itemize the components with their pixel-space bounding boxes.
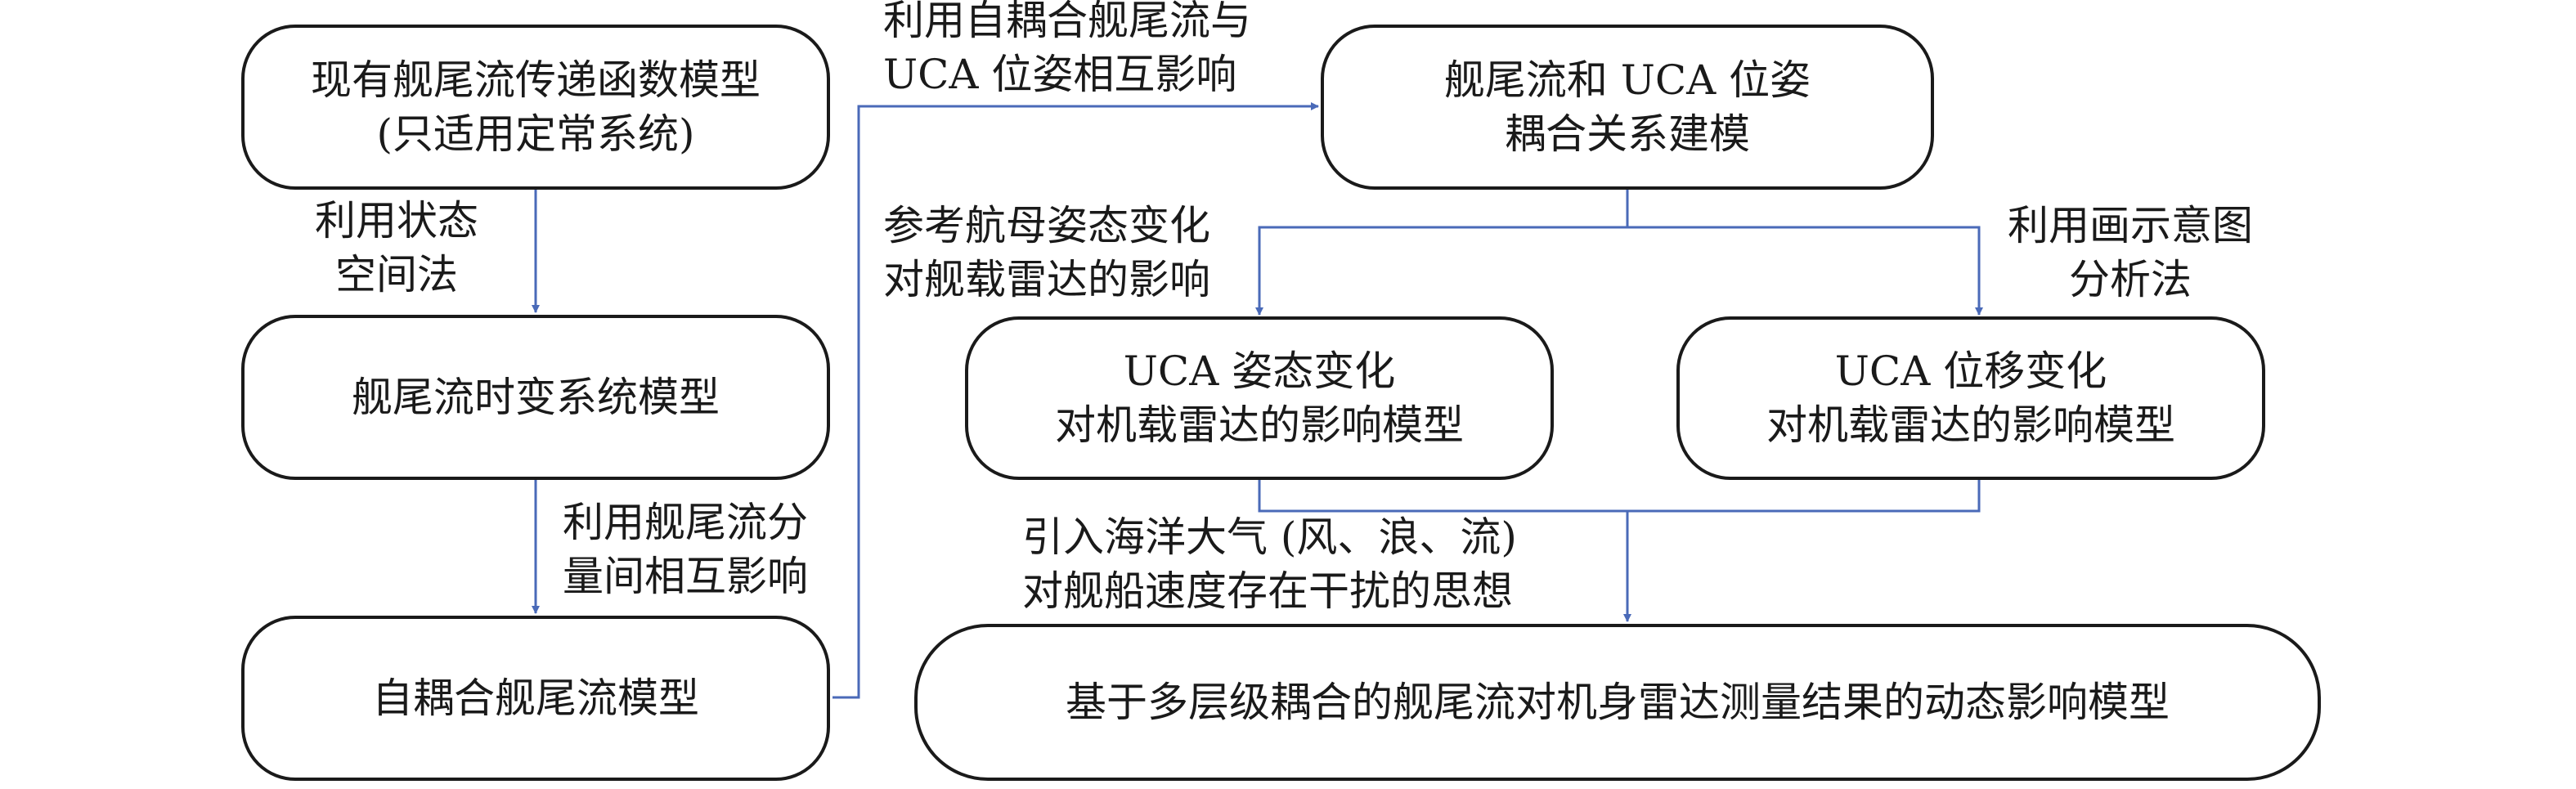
self-coupled-uca-label-line1: 利用自耦合舰尾流与 — [883, 0, 1251, 44]
self-coupled-uca-label-line2: UCA 位姿相互影响 — [883, 51, 1237, 98]
diagram-analysis-label: 利用画示意图 分析法 — [1987, 199, 2273, 307]
self-coupled-uca-label: 利用自耦合舰尾流与 UCA 位姿相互影响 — [883, 0, 1251, 101]
state-space-label: 利用状态 空间法 — [303, 194, 491, 302]
final-model-node: 基于多层级耦合的舰尾流对机身雷达测量结果的动态影响模型 — [914, 624, 2321, 781]
attitude-model-node: UCA 姿态变化 对机载雷达的影响模型 — [965, 316, 1554, 480]
diagram-analysis-label-line2: 分析法 — [2069, 256, 2192, 303]
ocean-atmosphere-label-line2: 对舰船速度存在干扰的思想 — [1022, 567, 1513, 615]
carrier-attitude-label-line1: 参考航母姿态变化 — [883, 202, 1210, 249]
diagram-analysis-label-line1: 利用画示意图 — [2008, 202, 2253, 249]
existing-model-line1: 现有舰尾流传递函数模型 — [311, 56, 761, 104]
displacement-model-line1: UCA 位移变化 — [1834, 347, 2107, 395]
displacement-model-node: UCA 位移变化 对机载雷达的影响模型 — [1676, 316, 2265, 480]
arrow-selfcoupled-to-coupling — [832, 102, 1319, 699]
coupling-model-line2: 耦合关系建模 — [1505, 110, 1750, 158]
state-space-label-line2: 空间法 — [335, 251, 458, 298]
component-interaction-label-line2: 量间相互影响 — [563, 553, 808, 600]
arrow-coupling-to-attitude — [1255, 190, 1629, 316]
attitude-model-line1: UCA 姿态变化 — [1123, 347, 1396, 395]
coupling-model-line1: 舰尾流和 UCA 位姿 — [1443, 56, 1811, 104]
time-varying-model-node: 舰尾流时变系统模型 — [241, 315, 830, 480]
self-coupled-model-node: 自耦合舰尾流模型 — [241, 616, 830, 781]
displacement-model-line2: 对机载雷达的影响模型 — [1766, 401, 2175, 449]
component-interaction-label: 利用舰尾流分 量间相互影响 — [563, 495, 808, 603]
self-coupled-model-line1: 自耦合舰尾流模型 — [372, 675, 699, 722]
carrier-attitude-label: 参考航母姿态变化 对舰载雷达的影响 — [883, 199, 1210, 307]
component-interaction-label-line1: 利用舰尾流分 — [563, 499, 808, 546]
ocean-atmosphere-label: 引入海洋大气 (风、浪、流) 对舰船速度存在干扰的思想 — [1022, 510, 1517, 618]
existing-model-line2: (只适用定常系统) — [376, 110, 695, 158]
attitude-model-line2: 对机载雷达的影响模型 — [1055, 401, 1464, 449]
final-model-line1: 基于多层级耦合的舰尾流对机身雷达测量结果的动态影响模型 — [1066, 679, 2170, 726]
arrow-coupling-to-displacement — [1627, 226, 1983, 316]
existing-model-node: 现有舰尾流传递函数模型 (只适用定常系统) — [241, 25, 830, 190]
arrow-merge-to-final — [1258, 480, 1981, 513]
time-varying-model-line1: 舰尾流时变系统模型 — [352, 374, 720, 421]
ocean-atmosphere-label-line1: 引入海洋大气 (风、浪、流) — [1022, 513, 1517, 561]
coupling-model-node: 舰尾流和 UCA 位姿 耦合关系建模 — [1321, 25, 1934, 190]
state-space-label-line1: 利用状态 — [315, 197, 478, 244]
carrier-attitude-label-line2: 对舰载雷达的影响 — [883, 256, 1210, 303]
